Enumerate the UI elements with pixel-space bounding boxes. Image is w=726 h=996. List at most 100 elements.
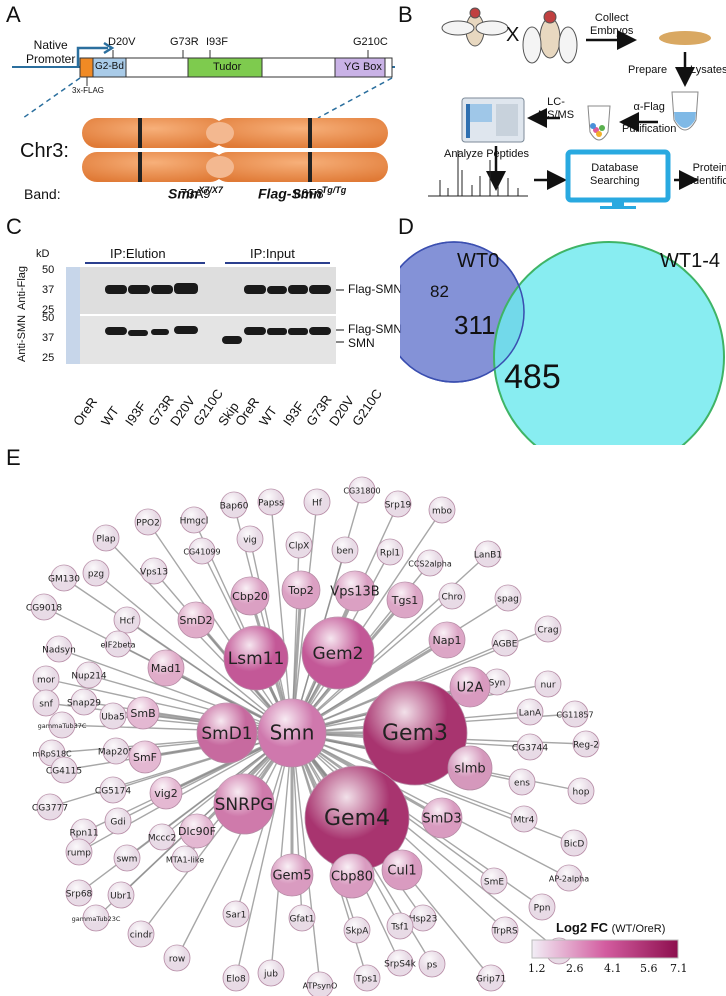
network-node-label: spag [497,595,519,605]
network-node-vps13b: Vps13B [330,570,380,612]
network-node-outer: CG3744 [512,733,548,761]
network-node-label: CG9018 [26,604,62,614]
lcms-label: LC- MS/MS [538,96,575,121]
network-node-outer: Hcf [113,606,141,634]
network-node-label: gammaTub37C [38,722,87,730]
network-node-outer: Papss [257,488,285,516]
network-edge [153,570,293,734]
collect-embryos-label: Collect Embryos [590,12,634,37]
network-node-label: Syn [489,679,506,689]
mutation-g210c: G210C [353,36,388,48]
network-node-label: Tps1 [355,975,378,985]
network-edge [235,732,293,979]
network-node-label: LanA [519,709,542,719]
mass-spectrometer-icon [461,97,525,143]
embryo-icon [659,31,711,45]
chromosome-upper [82,118,388,148]
network-node-outer: Grip71 [476,964,506,992]
network-node-label: Rpn11 [69,829,98,839]
network-node-label: Cbp80 [331,870,373,885]
network-node-outer: Nup214 [71,661,107,689]
network-node-label: Lsm11 [228,649,285,669]
network-node-label: vig [243,536,257,546]
network-node-outer: Rpn11 [69,818,99,846]
network-node-outer: Snap29 [67,688,101,716]
network-edge [176,732,293,959]
network-node-outer: CG3777 [32,793,68,821]
network-node-outer: LanB1 [474,540,502,568]
network-node-outer: Plap [92,524,120,552]
network-node-outer: BicD [560,829,588,857]
network-node-smd1: SmD1 [196,702,258,764]
network-node-label: U2A [457,681,484,696]
network-node-label: Nadsyn [42,646,76,656]
network-node-outer: Mtr4 [510,805,538,833]
panel-label-d: D [398,214,414,239]
network-node-label: Grip71 [476,975,506,985]
network-node-outer: SkpA [343,916,371,944]
network-node-outer: SmE [480,867,508,895]
venn-count-only-wt0: 82 [430,282,449,301]
blot-bands-bottom [105,326,331,344]
network-node-label: CG4115 [46,767,82,777]
network-node-outer: mor [32,665,60,693]
network-node-outer: CG41099 [183,537,221,565]
venn-label-wt1-4: WT1-4 [660,250,720,272]
network-node-label: Srp68 [66,890,93,900]
network-node-label: Gem2 [312,644,363,664]
network-node-label: SrpS4k [384,960,417,970]
network-node-label: Nup214 [71,672,107,682]
network-node-smb: SmB [126,696,160,730]
domain-yg-box: YG Box [344,61,382,73]
legend-title: Log2 FC (WT/OreR) [556,920,666,935]
network-node-label: nur [540,681,555,691]
network-node-outer: CCS2alpha [408,549,452,577]
panel-b: X Collect Embryos Prepare Lysates LC- MS… [400,0,726,210]
network-edge [291,732,560,952]
legend-tick-3: 4.1 [604,962,622,975]
network-node-outer: CG9018 [26,593,62,621]
network-node-label: Uba5 [101,713,125,723]
network-node-outer: Gdi [104,807,132,835]
network-node-label: SmD3 [422,812,461,827]
blot-bands-top [105,283,331,294]
network-node-label: CG3744 [512,744,548,754]
network-node-outer: CG5174 [95,776,131,804]
domain-g2bd: G2-Bd [95,61,124,72]
network-node-outer: Hf [303,488,331,516]
network-node-mad1: Mad1 [147,649,185,687]
venn-circle-wt1-4 [493,241,725,445]
network-node-hub-smn: Smn [257,698,327,768]
network-node-label: SmD2 [179,614,212,627]
network-edge [291,501,318,734]
network-node-outer: Reg-2 [572,730,600,758]
venn-label-wt0: WT0 [457,250,500,272]
network-node-label: Elo8 [226,975,246,985]
network-node-outer: LanA [516,698,544,726]
network-node-outer: ben [331,536,359,564]
network-node-label: Cul1 [387,864,416,879]
network-node-label: mor [37,676,55,686]
panel-label-a: A [6,2,21,27]
network-node-outer: Chro [438,582,466,610]
network-node-label: Gem3 [382,721,448,746]
network-node-outer: CG11857 [556,700,594,728]
network-node-label: BicD [564,840,585,850]
network-node-label: pzg [88,570,104,580]
network-node-label: GM130 [48,575,80,585]
mutation-g73r: G73R [170,36,199,48]
network-node-outer: Map205 [98,737,134,765]
legend-tick-2: 2.6 [566,962,584,975]
network-node-label: Crag [537,626,558,636]
network-node-label: Mad1 [151,662,181,675]
network-node-outer: Ppn [528,893,556,921]
domain-tudor: Tudor [213,61,242,73]
network-node-slmb: slmb [447,745,493,791]
ip-input-label: IP:Input [250,246,295,261]
network-node-label: PPO2 [136,519,160,529]
network-node-smd3: SmD3 [421,797,463,839]
network-node-u2a: U2A [449,666,491,708]
network-node-label: AGBE [493,640,518,650]
legend-color-bar [531,939,679,959]
